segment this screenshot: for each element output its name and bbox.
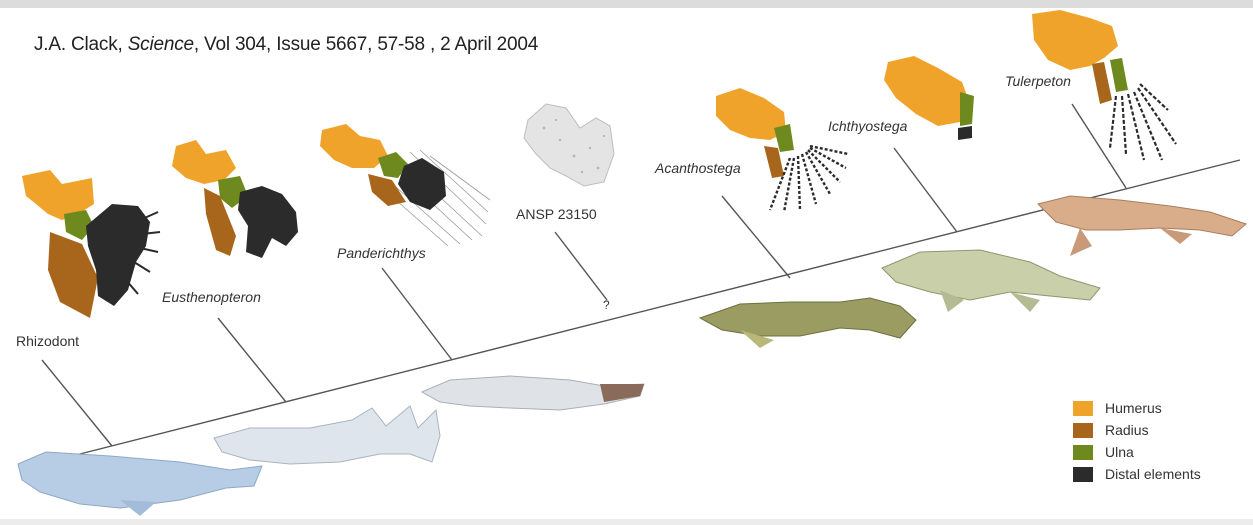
legend-label-humerus: Humerus (1105, 400, 1162, 416)
legend-item-ulna: Ulna (1073, 441, 1201, 463)
panderichthys-distal (398, 158, 446, 210)
tulerpeton-ulna (1110, 58, 1128, 92)
branch-ichthyostega (894, 148, 957, 232)
legend-swatch-distal (1073, 467, 1093, 482)
acanthostega-ulna (774, 124, 794, 152)
branch-tulerpeton (1072, 104, 1126, 188)
legend-item-radius: Radius (1073, 419, 1201, 441)
tulerpeton-humerus (1032, 10, 1118, 70)
branch-panderichthys (382, 268, 452, 360)
ichthyostega-humerus (884, 56, 970, 126)
tulerpeton-digits (1110, 84, 1176, 160)
legend-item-humerus: Humerus (1073, 397, 1201, 419)
taxon-label-tulerpeton: Tulerpeton (1005, 73, 1071, 89)
branch-acanthostega (722, 196, 790, 278)
unknown-position-mark: ? (603, 298, 610, 312)
tulerpeton-animal-illustration (1038, 196, 1246, 256)
tulerpeton-radius (1092, 62, 1112, 104)
legend-swatch-radius (1073, 423, 1093, 438)
ansp-fossil-illustration (524, 104, 614, 186)
acanthostega-limb-illustration (716, 88, 848, 212)
branch-eusthenopteron (218, 318, 286, 402)
eusthenopteron-fish-illustration (214, 406, 440, 464)
rhizodont-fin-illustration (22, 170, 160, 318)
legend-swatch-ulna (1073, 445, 1093, 460)
panderichthys-humerus (320, 124, 388, 168)
panderichthys-fin-illustration (320, 124, 490, 246)
ichthyostega-animal-illustration (882, 250, 1100, 312)
eusthenopteron-fin-illustration (172, 140, 298, 258)
branch-ansp (555, 232, 607, 300)
panderichthys-fish-illustration (422, 376, 644, 410)
legend-swatch-humerus (1073, 401, 1093, 416)
legend-label-distal: Distal elements (1105, 466, 1201, 482)
bone-legend: Humerus Radius Ulna Distal elements (1073, 397, 1201, 485)
ichthyostega-distal (958, 126, 972, 140)
legend-item-distal: Distal elements (1073, 463, 1201, 485)
taxon-label-panderichthys: Panderichthys (337, 245, 426, 261)
ichthyostega-ulna (960, 92, 974, 126)
eusthenopteron-humerus (172, 140, 236, 184)
rhizodont-fish-illustration (18, 452, 262, 516)
taxon-label-ichthyostega: Ichthyostega (828, 118, 907, 134)
taxon-label-acanthostega: Acanthostega (655, 160, 741, 176)
eusthenopteron-distal (238, 186, 298, 258)
ansp-fossil-bone (524, 104, 614, 186)
legend-label-radius: Radius (1105, 422, 1149, 438)
taxon-label-eusthenopteron: Eusthenopteron (162, 289, 261, 305)
taxon-label-ansp-23150: ANSP 23150 (516, 206, 597, 222)
acanthostega-digits (770, 146, 848, 212)
taxon-label-rhizodont: Rhizodont (16, 333, 79, 349)
branch-rhizodont (42, 360, 112, 446)
acanthostega-animal-illustration (700, 298, 916, 348)
legend-label-ulna: Ulna (1105, 444, 1134, 460)
